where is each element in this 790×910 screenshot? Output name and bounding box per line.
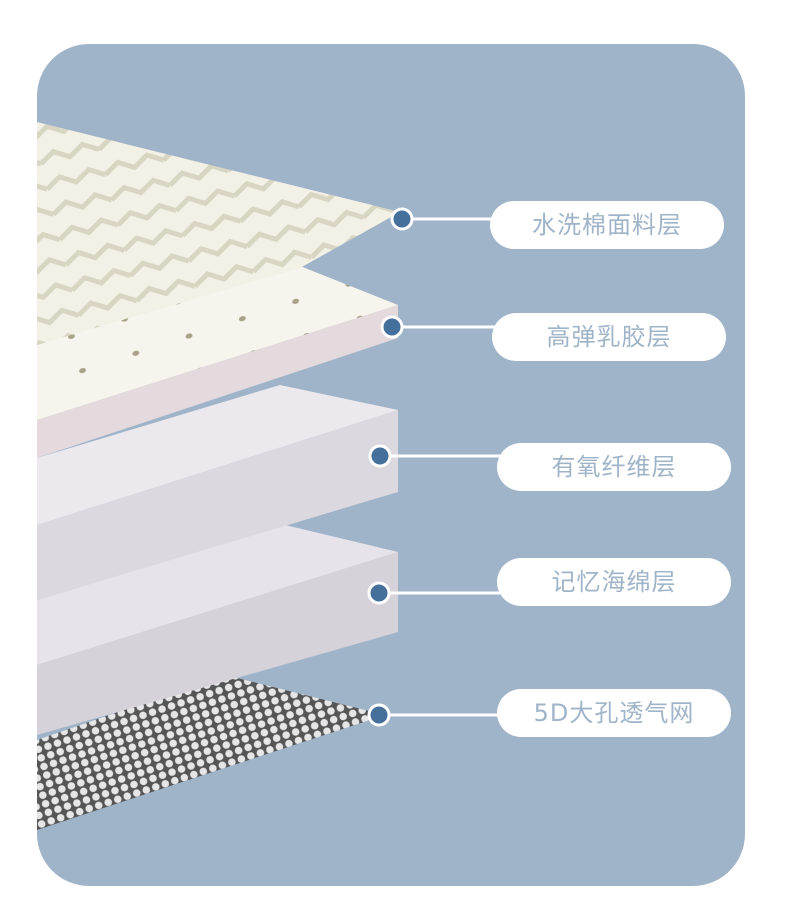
fabric-layer	[37, 122, 400, 345]
marker-dot	[367, 581, 391, 605]
latex-top	[37, 262, 398, 420]
layer-label-latex: 高弹乳胶层	[492, 313, 726, 361]
memory-foam-side	[37, 552, 398, 735]
layer-label-fiber: 有氧纤维层	[497, 443, 731, 491]
fiber-side	[37, 410, 398, 600]
marker-dot	[390, 207, 414, 231]
mesh-layer	[37, 675, 385, 830]
layer-label-memory-foam: 记忆海绵层	[497, 558, 731, 606]
marker-dot	[368, 444, 392, 468]
marker-dot	[367, 703, 391, 727]
latex-side	[37, 305, 398, 458]
memory-foam-top	[37, 525, 398, 665]
marker-dot	[380, 315, 404, 339]
layer-label-mesh: 5D大孔透气网	[497, 689, 731, 737]
fiber-top	[37, 385, 398, 525]
layer-label-fabric: 水洗棉面料层	[490, 201, 724, 249]
